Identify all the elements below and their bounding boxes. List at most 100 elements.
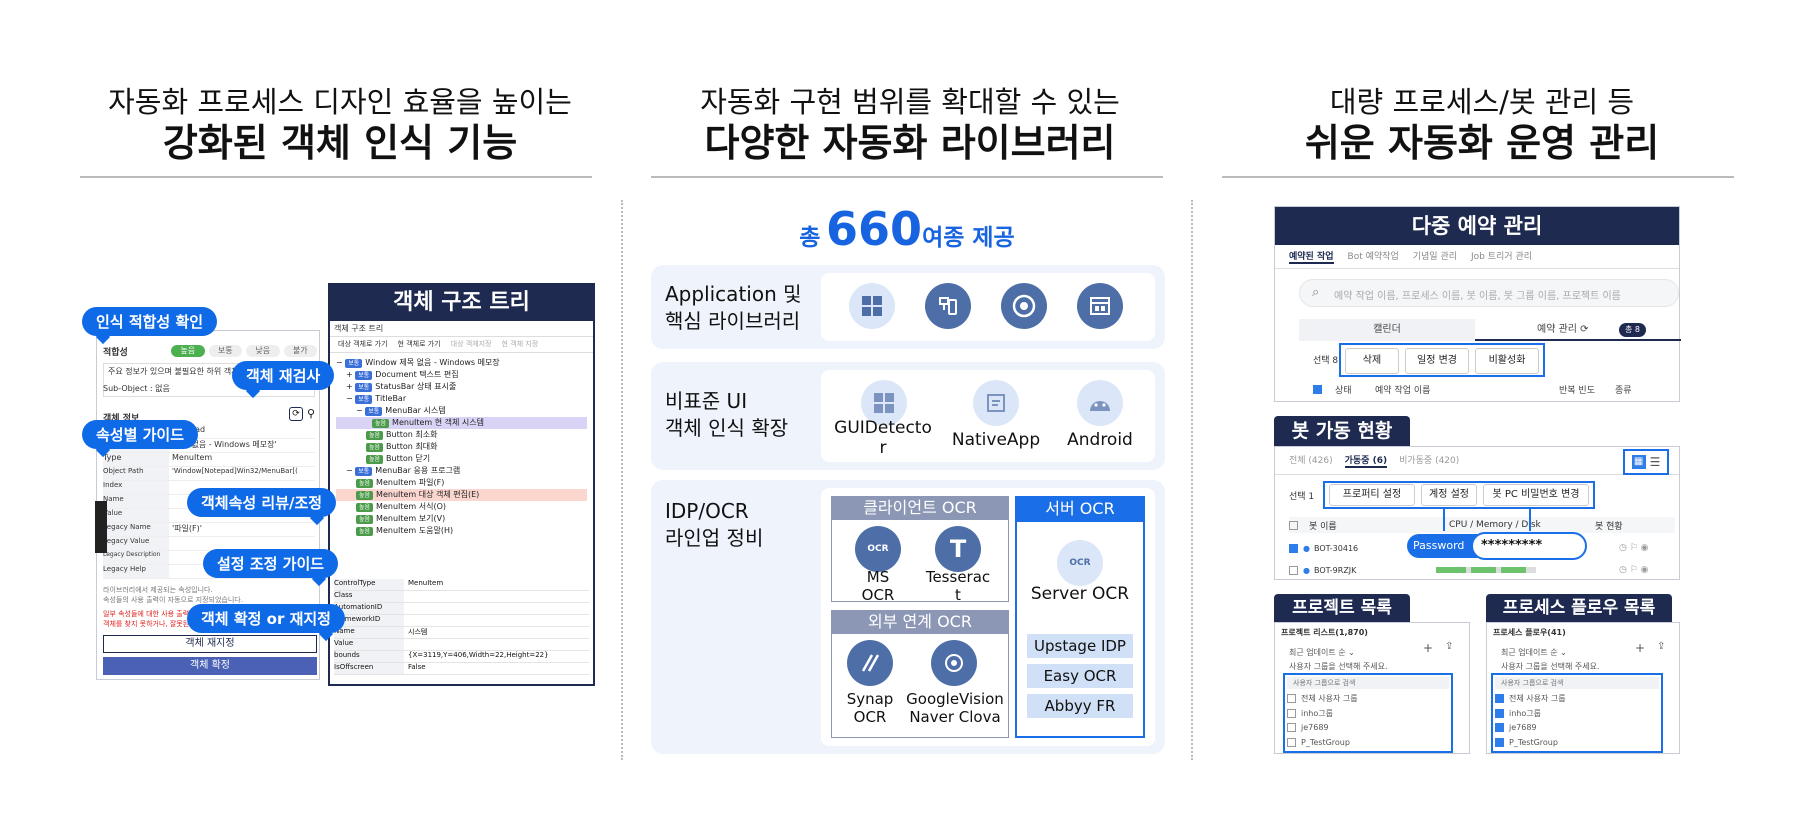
warning-2: 객체를 찾지 못하거나, 잘못된 (103, 620, 190, 628)
search-placeholder: 예약 작업 이름, 프로세스 이름, 봇 이름, 봇 그룹 이름, 프로젝트 이… (1334, 291, 1621, 302)
col-bot-name: 봇 이름 (1309, 521, 1337, 532)
tab-triggers[interactable]: Job 트리거 관리 (1471, 252, 1533, 262)
flow-group-checkbox[interactable] (1495, 723, 1504, 732)
panel-1-title-line1: Application 및 (665, 282, 802, 306)
flow-group-checkbox[interactable] (1495, 738, 1504, 747)
group-checkbox[interactable] (1287, 738, 1296, 747)
flow-group-label: 전체 사용자 그룹 (1509, 694, 1566, 703)
property-settings-button[interactable]: 프로퍼티 설정 (1329, 484, 1415, 506)
sort-select[interactable]: 최근 업데이트 순 ⌄ (1289, 648, 1355, 657)
node-label: MenuBar 응용 프로그램 (375, 466, 461, 475)
tesseract-label-line2: t (955, 586, 961, 604)
flow-group-item[interactable]: inho그룹 (1495, 708, 1541, 719)
fit-mid[interactable]: 보통 (208, 345, 242, 357)
password-field[interactable]: ********* (1471, 532, 1587, 560)
fit-high[interactable]: 높음 (171, 345, 205, 357)
view-toggle: ▦ ☰ (1623, 449, 1669, 475)
flow-group-item[interactable]: 전체 사용자 그룹 (1495, 693, 1566, 704)
add-icon[interactable]: + (1423, 641, 1434, 655)
nativeapp-label: NativeApp (951, 430, 1041, 450)
group-item[interactable]: P_TestGroup (1287, 738, 1350, 747)
change-bot-password-button[interactable]: 봇 PC 비밀번호 변경 (1483, 484, 1589, 506)
select-all-checkbox[interactable] (1313, 384, 1322, 394)
tab-all-bots[interactable]: 전체 (426) (1289, 456, 1333, 466)
flow-group-item[interactable]: je7689 (1495, 723, 1537, 732)
object-tree-window: 객체 구조 트리 객체 구조 트리 대상 객체로 가기 현 객체로 가기 대상 … (328, 283, 595, 686)
prop-value: MenuItem (408, 579, 444, 587)
group-checkbox[interactable] (1287, 709, 1296, 718)
deactivate-button[interactable]: 비활성화 (1475, 348, 1539, 374)
set-current-button[interactable]: 현 객체 지정 (501, 340, 539, 348)
column-1-subtitle: 자동화 프로세스 디자인 효율을 높이는 (108, 85, 572, 119)
connector-line-2 (1529, 509, 1531, 531)
flow-add-icon[interactable]: + (1635, 641, 1646, 655)
bot-select-all-checkbox[interactable] (1289, 520, 1298, 530)
export-icon[interactable]: ⇪ (1445, 641, 1454, 652)
tab-calendar[interactable]: 캘린더 (1299, 319, 1475, 341)
group-checkbox[interactable] (1287, 723, 1296, 732)
flow-export-icon[interactable]: ⇪ (1657, 641, 1666, 652)
bot-online-icon: ● (1303, 543, 1310, 553)
prop-key: Class (334, 591, 404, 602)
subobject-text: Sub-Object : 없음 (103, 384, 170, 393)
account-settings-button[interactable]: 계정 설정 (1421, 484, 1477, 506)
group-checkbox[interactable] (1287, 694, 1296, 703)
bot-checkbox[interactable] (1289, 543, 1298, 553)
bot-row[interactable]: ● BOT-9RZJK (1289, 561, 1675, 579)
reschedule-button[interactable]: 일정 변경 (1405, 348, 1469, 374)
schedule-title: 다중 예약 관리 (1275, 207, 1679, 245)
tab-bot-jobs[interactable]: Bot 예약작업 (1347, 252, 1399, 262)
tab-scheduled-jobs[interactable]: 예약된 작업 (1289, 249, 1334, 264)
tab-anniversary[interactable]: 기념일 관리 (1412, 252, 1458, 262)
fit-low[interactable]: 낮음 (246, 345, 280, 357)
flow-list-title: 프로세스 플로우 목록 (1486, 594, 1672, 622)
goto-target-button[interactable]: 대상 객체로 가기 (338, 340, 388, 348)
node-label: MenuItem 보기(V) (376, 514, 446, 523)
node-tag: 보통 (355, 383, 373, 392)
delete-button[interactable]: 삭제 (1345, 348, 1399, 374)
group-search-input[interactable]: 사용자 그룹으로 검색 (1287, 677, 1449, 689)
grid-view-icon[interactable]: ▦ (1631, 455, 1646, 469)
attr-value: MenuItem (172, 453, 213, 462)
reselect-object-button[interactable]: 객체 재지정 (103, 635, 317, 653)
list-view-icon[interactable]: ☰ (1649, 455, 1661, 469)
flow-group-checkbox[interactable] (1495, 694, 1504, 703)
set-target-button[interactable]: 대상 객체지정 (450, 340, 492, 348)
recheck-icon[interactable]: ⟳ (289, 407, 303, 421)
group-item[interactable]: 전체 사용자 그룹 (1287, 693, 1358, 704)
tab-schedule-manage[interactable]: 예약 관리 ⟳ (1475, 319, 1681, 341)
flow-group-search-input[interactable]: 사용자 그룹으로 검색 (1495, 677, 1659, 689)
group-item[interactable]: inho그룹 (1287, 708, 1333, 719)
confirm-object-button[interactable]: 객체 확정 (103, 657, 317, 675)
bot-row[interactable]: ● BOT-30416 (1289, 539, 1675, 557)
tab-running-bots[interactable]: 가동중 (6) (1344, 453, 1388, 468)
note-2: 속성들의 사용 출력이 자동으로 지정되었습니다. (103, 596, 243, 604)
flow-group-item[interactable]: P_TestGroup (1495, 738, 1558, 747)
server-ocr-icon: OCR (1057, 540, 1103, 586)
flow-group-checkbox[interactable] (1495, 709, 1504, 718)
group-item[interactable]: je7689 (1287, 723, 1329, 732)
tab-idle-bots[interactable]: 비가동중 (420) (1399, 456, 1460, 466)
fit-none[interactable]: 불가 (283, 345, 317, 357)
pin-icon[interactable]: ⚲ (307, 407, 316, 420)
schedule-search-input[interactable]: ⌕ 예약 작업 이름, 프로세스 이름, 봇 이름, 봇 그룹 이름, 프로젝트… (1299, 279, 1679, 307)
flow-sort-select[interactable]: 최근 업데이트 순 ⌄ (1501, 648, 1567, 657)
node-label: Window 제목 없음 - Windows 메모장 (365, 358, 500, 367)
bot-checkbox[interactable] (1289, 565, 1298, 575)
goto-current-button[interactable]: 현 객체로 가기 (397, 340, 441, 348)
